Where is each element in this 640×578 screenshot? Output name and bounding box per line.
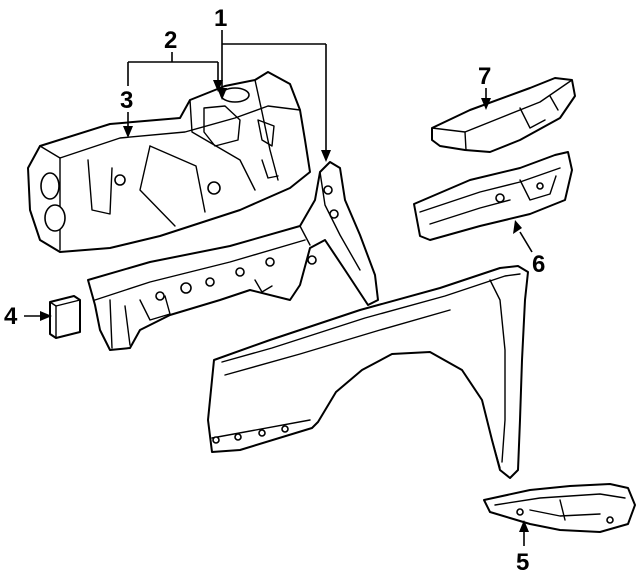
cowl-panel bbox=[27, 71, 311, 253]
splash-shield bbox=[483, 483, 636, 533]
callout-6: 6 bbox=[532, 251, 545, 278]
callout-7: 7 bbox=[478, 63, 491, 90]
leader-lines bbox=[24, 30, 533, 546]
bracket-block bbox=[49, 295, 81, 339]
callout-5: 5 bbox=[516, 549, 529, 576]
callout-4: 4 bbox=[4, 303, 18, 330]
front-fender bbox=[207, 265, 529, 479]
upper-bracket-panel bbox=[431, 77, 576, 153]
callout-labels: 1 2 3 4 5 6 7 bbox=[4, 5, 545, 576]
front-apron-rail bbox=[87, 161, 379, 351]
callout-3: 3 bbox=[120, 87, 133, 114]
inner-side-panel bbox=[413, 151, 573, 241]
callout-1: 1 bbox=[214, 5, 227, 32]
callout-2: 2 bbox=[164, 27, 177, 54]
